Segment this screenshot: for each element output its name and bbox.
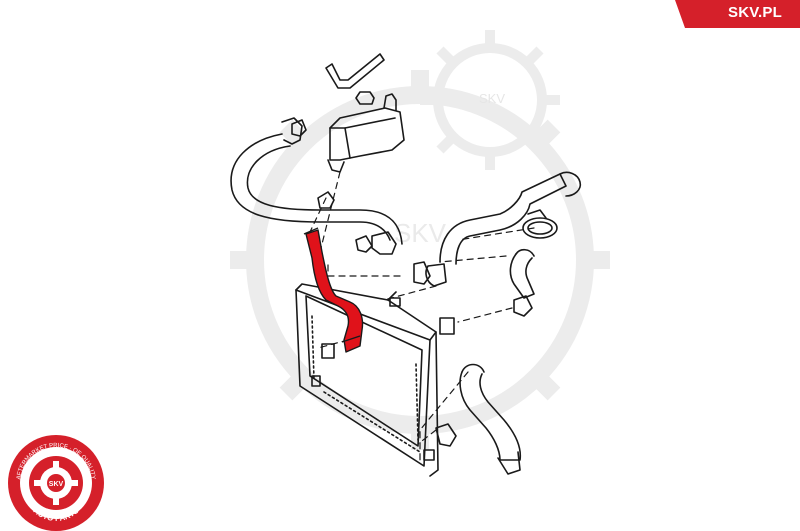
upper-hose bbox=[230, 117, 403, 255]
brand-seal-logo: SKV AFTERMARKET PRICE · OE QUALITY AUTO … bbox=[8, 435, 104, 531]
lower-hose bbox=[435, 363, 522, 475]
corner-tag-shape bbox=[675, 0, 800, 28]
seal-center-text: SKV bbox=[49, 481, 64, 488]
expansion-tank bbox=[327, 91, 405, 173]
s-bend-hose bbox=[509, 248, 535, 317]
vent-hose bbox=[325, 53, 385, 89]
brand-corner-tag: SKV.PL bbox=[675, 0, 800, 28]
radiator-hose-highlighted bbox=[303, 227, 364, 353]
watermark-text-large: SKV bbox=[394, 218, 447, 248]
watermark-gear-small bbox=[420, 30, 560, 170]
heater-hose-upper bbox=[413, 171, 582, 287]
corner-tag-label: SKV.PL bbox=[727, 4, 782, 21]
hose-clamp-ring bbox=[522, 209, 558, 239]
watermark-text-small: SKV bbox=[479, 91, 505, 106]
radiator bbox=[295, 283, 455, 477]
